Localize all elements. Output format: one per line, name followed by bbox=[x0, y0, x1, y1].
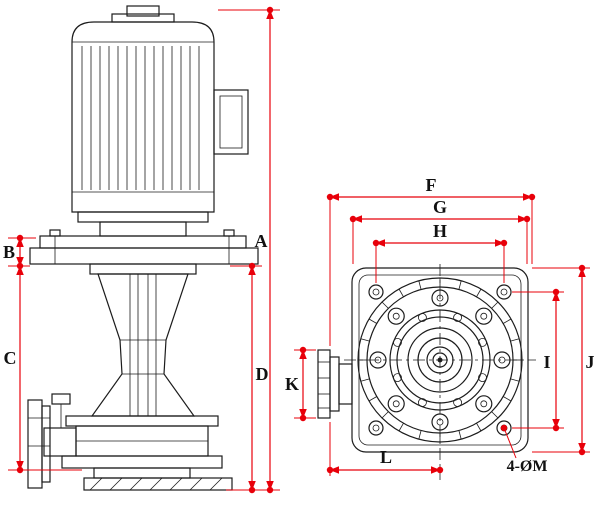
dim-C: C bbox=[4, 265, 82, 474]
dimensions: A B C D F bbox=[3, 6, 595, 494]
dim-I-label: I bbox=[543, 352, 550, 372]
dim-H-label: H bbox=[433, 221, 447, 241]
dim-K-label: K bbox=[285, 374, 299, 394]
dim-G-label: G bbox=[433, 197, 447, 217]
volute-front bbox=[357, 277, 523, 443]
volute-radial-fins bbox=[358, 278, 522, 442]
base-plate-hatching bbox=[89, 477, 223, 491]
pump-front-view bbox=[317, 264, 536, 480]
centerlines bbox=[344, 264, 536, 480]
dim-B-label: B bbox=[3, 242, 15, 262]
dim-J: J bbox=[532, 264, 595, 456]
dim-J-label: J bbox=[586, 352, 595, 372]
motor-cooling-fins bbox=[81, 46, 200, 190]
pump-casing bbox=[61, 415, 223, 469]
dim-G: G bbox=[349, 197, 531, 264]
pump-column bbox=[89, 263, 197, 417]
mounting-plate bbox=[29, 229, 259, 265]
dim-L-label: L bbox=[380, 447, 392, 467]
dim-D-label: D bbox=[256, 364, 269, 384]
dim-F: F bbox=[326, 175, 536, 346]
inner-bolt-circle bbox=[393, 313, 487, 407]
casing-bolt-lugs bbox=[369, 289, 511, 431]
base-plate bbox=[83, 467, 233, 491]
dim-F-label: F bbox=[426, 175, 437, 195]
dim-D: D bbox=[230, 262, 269, 494]
dim-A: A bbox=[218, 6, 280, 494]
corner-bolt-hole bbox=[368, 420, 384, 436]
corner-bolt-hole bbox=[368, 284, 384, 300]
suction-flange-front bbox=[317, 349, 353, 419]
dim-C-label: C bbox=[4, 348, 17, 368]
dim-H: H bbox=[372, 221, 508, 283]
motor bbox=[71, 5, 215, 237]
pump-side-view bbox=[27, 5, 259, 491]
discharge-flange-side bbox=[27, 393, 77, 489]
dim-L: L bbox=[326, 422, 444, 476]
drain-fitting bbox=[51, 393, 71, 428]
dim-A-label: A bbox=[255, 231, 268, 251]
dim-I: I bbox=[512, 288, 564, 432]
column-tie-rods bbox=[129, 274, 157, 416]
corner-bolt-hole bbox=[496, 284, 512, 300]
corner-bolt-holes bbox=[368, 284, 512, 436]
dim-K: K bbox=[285, 346, 316, 422]
terminal-box bbox=[213, 89, 249, 155]
hole-callout: 4-ØM bbox=[500, 424, 548, 475]
hole-callout-label: 4-ØM bbox=[507, 458, 548, 475]
shaft-hub bbox=[426, 346, 454, 374]
